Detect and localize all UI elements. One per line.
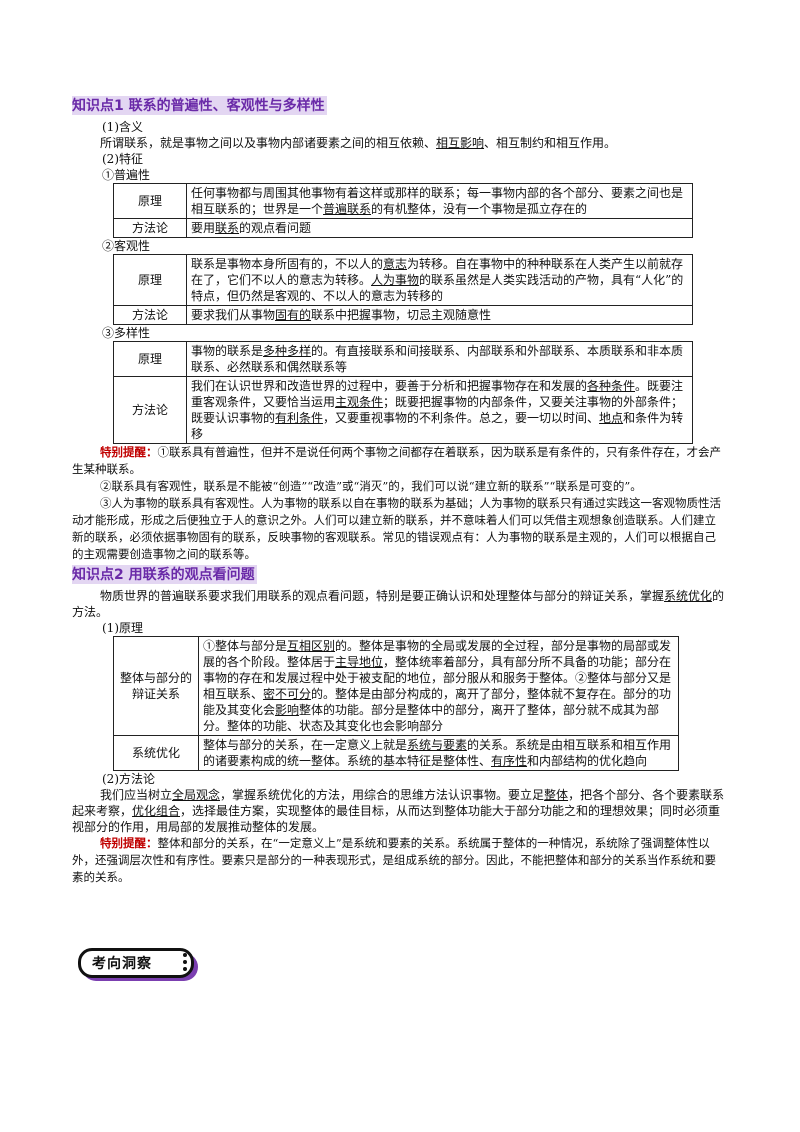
row-value: 任何事物都与周围其他事物有着这样或那样的联系；每一事物内部的各个部分、要素之间也… [186, 183, 693, 219]
universality-label: ①普遍性 [102, 168, 151, 182]
principle-label: (1)原理 [102, 621, 143, 635]
badge-frame [78, 948, 194, 978]
row-value: 我们在认识世界和改造世界的过程中，要善于分析和把握事物存在和发展的各种条件。既要… [186, 376, 693, 444]
table-row: 原理 事物的联系是多种多样的。有直接联系和间接联系、内部联系和外部联系、本质联系… [113, 341, 693, 377]
tip-label: 特别提醒： [100, 445, 158, 459]
section2-heading: 知识点2 用联系的观点看问题 [72, 565, 257, 584]
row-value: ①整体与部分是互相区别的。整体是事物的全局或发展的全过程，部分是事物的局部或发展… [198, 636, 679, 736]
tip-line: ③人为事物的联系具有客观性。人为事物的联系以自在事物的联系为基础；人为事物的联系… [72, 496, 721, 561]
section2-intro: 物质世界的普遍联系要求我们用联系的观点看问题，特别是要正确认识和处理整体与部分的… [72, 589, 725, 619]
meaning-label: (1)含义 [102, 120, 143, 134]
section1-heading: 知识点1 联系的普遍性、客观性与多样性 [72, 96, 327, 115]
row-value: 事物的联系是多种多样的。有直接联系和间接联系、内部联系和外部联系、本质联系和非本… [186, 341, 693, 377]
row-value: 要用联系的观点看问题 [186, 218, 693, 238]
row-key: 方法论 [113, 376, 187, 444]
tip-line: 特别提醒：整体和部分的关系，在“一定意义上”是系统和要素的关系。系统属于整体的一… [72, 836, 716, 884]
table-row: 系统优化 整体与部分的关系，在一定意义上就是系统与要素的关系。系统是由相互联系和… [113, 735, 679, 771]
method-label: (2)方法论 [102, 772, 155, 786]
row-key: 原理 [113, 341, 187, 377]
table-row: 原理 任何事物都与周围其他事物有着这样或那样的联系；每一事物内部的各个部分、要素… [113, 183, 693, 219]
row-key: 原理 [113, 183, 187, 219]
section-badge: 考向洞察 [78, 948, 198, 981]
row-value: 整体与部分的关系，在一定意义上就是系统与要素的关系。系统是由相互联系和相互作用的… [198, 735, 679, 771]
table-row: 方法论 我们在认识世界和改造世界的过程中，要善于分析和把握事物存在和发展的各种条… [113, 376, 693, 444]
row-value: 要求我们从事物固有的联系中把握事物，切忌主观随意性 [186, 305, 693, 325]
row-key: 方法论 [113, 305, 187, 325]
table-row: 方法论 要求我们从事物固有的联系中把握事物，切忌主观随意性 [113, 305, 693, 325]
tip-block-2: 特别提醒：整体和部分的关系，在“一定意义上”是系统和要素的关系。系统属于整体的一… [72, 835, 727, 886]
row-value: 联系是事物本身所固有的，不以人的意志为转移。自在事物中的种种联系在人类产生以前就… [186, 254, 693, 306]
objectivity-label: ②客观性 [102, 239, 151, 253]
tip-block-1: 特别提醒：①联系具有普遍性，但并不是说任何两个事物之间都存在着联系，因为联系是有… [72, 444, 727, 563]
row-key: 原理 [113, 254, 187, 306]
row-key: 整体与部分的辩证关系 [113, 636, 199, 736]
meaning-text: 所谓联系，就是事物之间以及事物内部诸要素之间的相互依赖、相互影响、相互制约和相互… [100, 136, 617, 150]
tip-line: 特别提醒：①联系具有普遍性，但并不是说任何两个事物之间都存在着联系，因为联系是有… [72, 445, 721, 476]
diversity-table: 原理 事物的联系是多种多样的。有直接联系和间接联系、内部联系和外部联系、本质联系… [113, 341, 693, 444]
feature-label: (2)特征 [102, 152, 143, 166]
tip-line: ②联系具有客观性，联系是不能被“创造”“改造”或“消灭”的，我们可以说“建立新的… [100, 479, 642, 493]
badge-dots-icon [180, 951, 190, 975]
method-text: 我们应当树立全局观念，掌握系统优化的方法，用综合的思维方法认识事物。要立足整体，… [72, 788, 725, 834]
tip-label: 特别提醒： [100, 836, 158, 850]
diversity-label: ③多样性 [102, 326, 151, 340]
document-page: 知识点1 联系的普遍性、客观性与多样性 (1)含义 所谓联系，就是事物之间以及事… [72, 96, 727, 886]
row-key: 方法论 [113, 218, 187, 238]
whole-part-table: 整体与部分的辩证关系 ①整体与部分是互相区别的。整体是事物的全局或发展的全过程，… [113, 636, 679, 771]
universality-table: 原理 任何事物都与周围其他事物有着这样或那样的联系；每一事物内部的各个部分、要素… [113, 183, 693, 238]
objectivity-table: 原理 联系是事物本身所固有的，不以人的意志为转移。自在事物中的种种联系在人类产生… [113, 254, 693, 325]
table-row: 原理 联系是事物本身所固有的，不以人的意志为转移。自在事物中的种种联系在人类产生… [113, 254, 693, 306]
row-key: 系统优化 [113, 735, 199, 771]
badge-label: 考向洞察 [92, 956, 152, 972]
table-row: 方法论 要用联系的观点看问题 [113, 218, 693, 238]
table-row: 整体与部分的辩证关系 ①整体与部分是互相区别的。整体是事物的全局或发展的全过程，… [113, 636, 679, 736]
